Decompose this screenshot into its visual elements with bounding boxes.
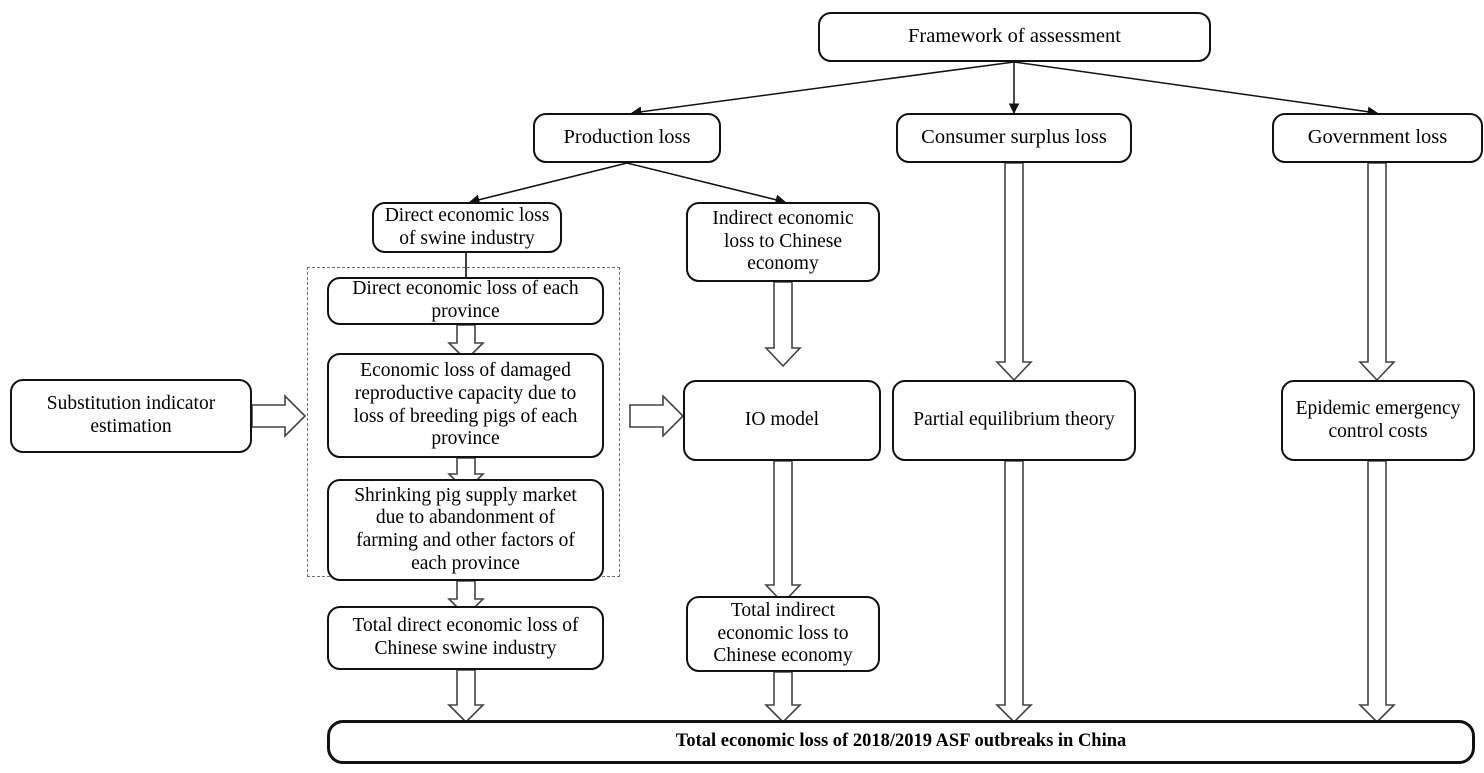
node-production-loss-label: Production loss (563, 126, 691, 149)
block-arrow-epidemic-to-summary (1358, 460, 1396, 724)
block-arrow-government-to-epidemic (1358, 162, 1396, 382)
edge-production-fanout (468, 162, 787, 205)
node-province-reproductive-label: Economic loss of damaged reproductive ca… (353, 360, 578, 450)
node-total-economic-loss-summary[interactable]: Total economic loss of 2018/2019 ASF out… (327, 720, 1475, 764)
node-io-model-label: IO model (744, 409, 820, 431)
node-total-summary-label: Total economic loss of 2018/2019 ASF out… (675, 731, 1127, 752)
block-arrow-substitution-to-group (251, 394, 307, 438)
node-epidemic-costs-label: Epidemic emergency control costs (1295, 397, 1461, 442)
node-partial-equilibrium-label: Partial equilibrium theory (913, 409, 1115, 431)
node-government-loss-label: Government loss (1307, 126, 1448, 149)
node-province-direct-economic-loss[interactable]: Direct economic loss of each province (327, 277, 604, 325)
edge-framework-fanout (630, 61, 1379, 117)
block-arrow-partial-to-summary (995, 460, 1033, 724)
node-total-direct-economic-loss[interactable]: Total direct economic loss of Chinese sw… (327, 606, 604, 670)
node-indirect-chinese-label: Indirect economic loss to Chinese econom… (712, 208, 854, 275)
node-framework-of-assessment[interactable]: Framework of assessment (818, 12, 1211, 62)
node-government-loss[interactable]: Government loss (1272, 113, 1483, 163)
node-consumer-surplus-loss[interactable]: Consumer surplus loss (896, 113, 1132, 163)
block-arrow-consumer-to-partial (995, 162, 1033, 382)
node-consumer-surplus-loss-label: Consumer surplus loss (921, 126, 1107, 149)
node-substitution-label: Substitution indicator estimation (46, 393, 216, 437)
block-arrow-total-indirect-to-summary (764, 671, 802, 724)
node-io-model[interactable]: IO model (683, 380, 881, 461)
node-total-indirect-economic-loss[interactable]: Total indirect economic loss to Chinese … (686, 596, 880, 672)
node-direct-economic-loss-swine-industry[interactable]: Direct economic loss of swine industry (372, 202, 562, 253)
node-indirect-economic-loss-chinese-economy[interactable]: Indirect economic loss to Chinese econom… (686, 202, 880, 282)
node-province-direct-label: Direct economic loss of each province (352, 278, 579, 322)
node-framework-label: Framework of assessment (908, 25, 1121, 48)
node-partial-equilibrium-theory[interactable]: Partial equilibrium theory (892, 380, 1136, 461)
node-substitution-indicator-estimation[interactable]: Substitution indicator estimation (10, 379, 252, 453)
node-province-shrinking-label: Shrinking pig supply market due to aband… (354, 484, 577, 574)
node-epidemic-emergency-control-costs[interactable]: Epidemic emergency control costs (1281, 380, 1475, 461)
node-province-shrinking-pig-supply-market[interactable]: Shrinking pig supply market due to aband… (327, 479, 604, 581)
node-total-direct-label: Total direct economic loss of Chinese sw… (352, 615, 579, 659)
block-arrow-group-to-io-model (629, 394, 685, 438)
block-arrow-indirect-to-io (764, 281, 802, 368)
node-province-reproductive-capacity-loss[interactable]: Economic loss of damaged reproductive ca… (327, 353, 604, 458)
node-direct-swine-label: Direct economic loss of swine industry (384, 204, 550, 249)
node-production-loss[interactable]: Production loss (533, 113, 721, 163)
block-arrow-io-to-total-indirect (764, 460, 802, 605)
block-arrow-total-direct-to-summary (447, 669, 485, 724)
node-total-indirect-label: Total indirect economic loss to Chinese … (713, 600, 853, 667)
